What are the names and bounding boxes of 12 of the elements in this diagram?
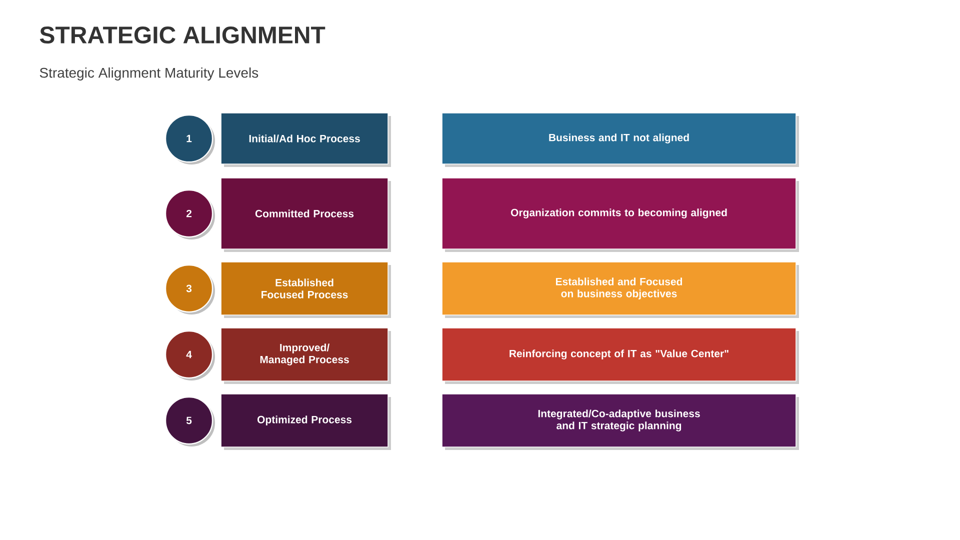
description-box: Integrated/Co-adaptive business and IT strategic planning	[442, 394, 799, 450]
level-box: Improved/ Managed Process	[220, 328, 391, 384]
level-box: Established Focused Process	[220, 262, 391, 318]
subtitle: Strategic Alignment Maturity Levels	[40, 67, 258, 81]
description-box: Business and IT not aligned	[442, 112, 799, 167]
description-box: Established and Focused on business objectives	[442, 262, 799, 318]
description-box: Organization commits to becoming aligned	[442, 178, 799, 252]
level-box: Committed Process	[220, 178, 391, 252]
level-box: Initial/Ad Hoc Process	[220, 112, 391, 167]
title: STRATEGIC ALIGNMENT	[40, 26, 326, 44]
description-box: Reinforcing concept of IT as "Value Center"	[442, 328, 799, 384]
level-box: Optimized Process	[220, 394, 391, 450]
